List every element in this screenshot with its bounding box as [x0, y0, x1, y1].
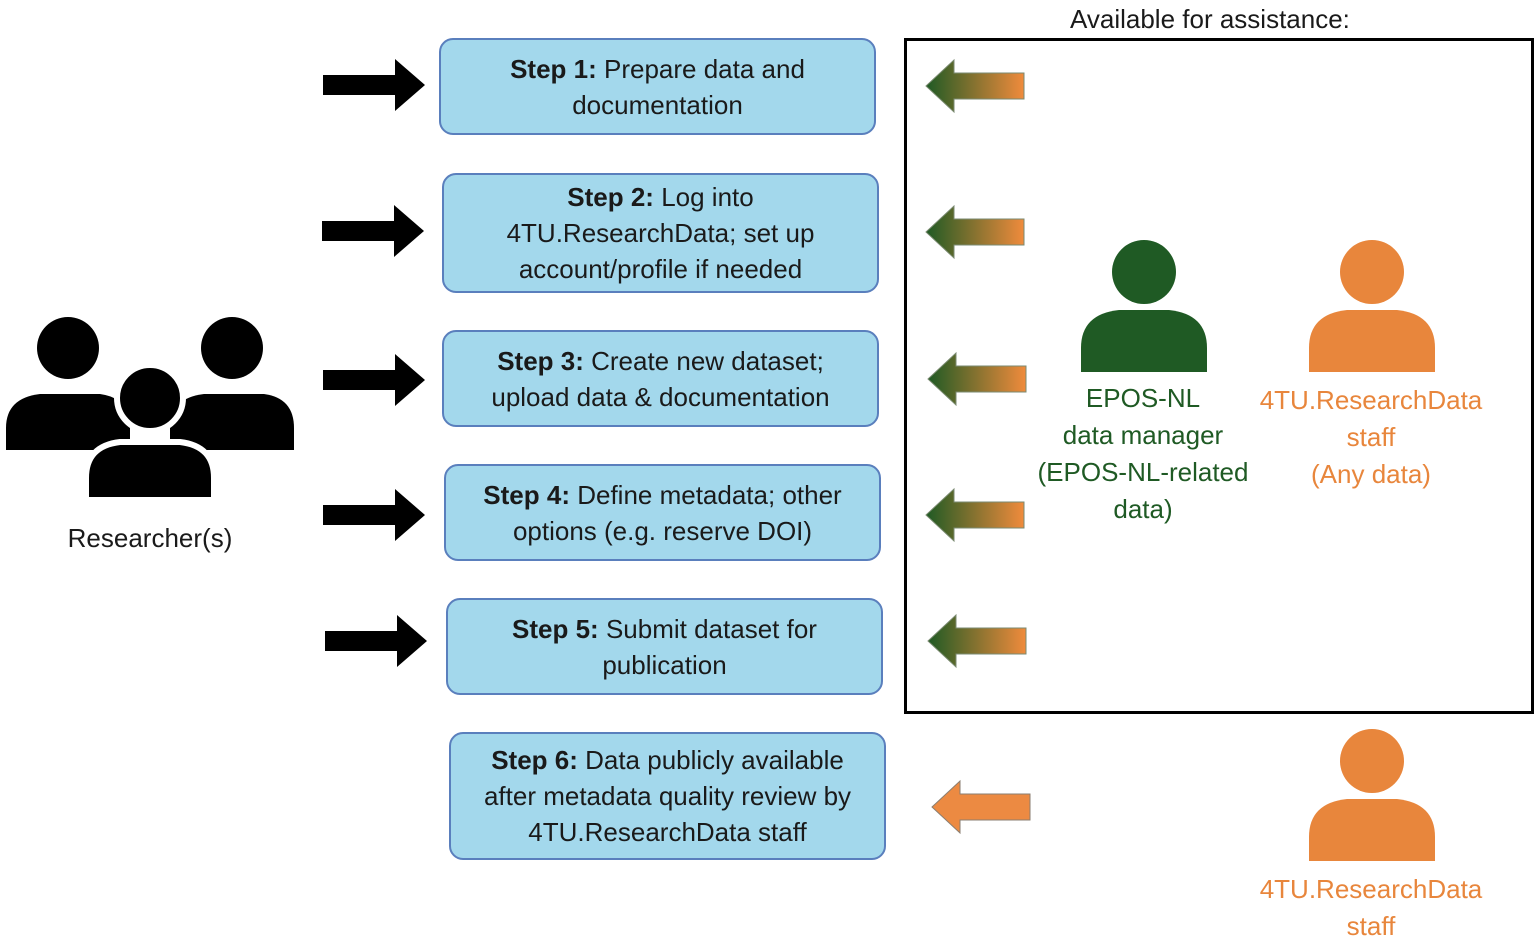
- person-orange-icon: [1309, 240, 1435, 372]
- arrow-left-gradient-icon: [925, 204, 1025, 260]
- researchers-group-icon: [6, 317, 294, 503]
- step-5-box: Step 5: Submit dataset for publication: [446, 598, 883, 695]
- epos-nl-label: EPOS-NL data manager (EPOS-NL-related da…: [1037, 383, 1249, 524]
- step-5-text: Step 5: Submit dataset for publication: [512, 613, 817, 680]
- review-staff-label: 4TU.ResearchData staff: [1259, 874, 1483, 941]
- step-2-box: Step 2: Log into 4TU.ResearchData; set u…: [442, 173, 879, 293]
- step-2-text: Step 2: Log into 4TU.ResearchData; set u…: [506, 182, 815, 284]
- arrow-right-icon: [325, 615, 427, 667]
- researchers-label: Researcher(s): [67, 523, 233, 553]
- assistance-title: Available for assistance:: [1070, 4, 1350, 34]
- person-green-icon: [1081, 240, 1207, 372]
- arrow-right-icon: [323, 354, 425, 406]
- step-3-text: Step 3: Create new dataset; upload data …: [491, 345, 830, 412]
- step-4-text: Step 4: Define metadata; other options (…: [483, 479, 842, 546]
- step-3-box: Step 3: Create new dataset; upload data …: [442, 330, 879, 427]
- person-orange-icon: [1309, 729, 1435, 861]
- step-1-box: Step 1: Prepare data and documentation: [439, 38, 876, 135]
- tu-staff-label: 4TU.ResearchData staff (Any data): [1259, 385, 1483, 489]
- step-4-box: Step 4: Define metadata; other options (…: [444, 464, 881, 561]
- arrow-left-orange-icon: [931, 779, 1031, 835]
- step-1-text: Step 1: Prepare data and documentation: [510, 53, 805, 120]
- step-6-box: Step 6: Data publicly available after me…: [449, 732, 886, 860]
- step-6-text: Step 6: Data publicly available after me…: [483, 745, 852, 847]
- arrow-right-icon: [323, 59, 425, 111]
- arrow-right-icon: [322, 205, 424, 257]
- arrow-left-gradient-icon: [925, 487, 1025, 543]
- arrow-left-gradient-icon: [927, 613, 1027, 669]
- arrow-left-gradient-icon: [925, 58, 1025, 114]
- assistance-box: [904, 38, 1534, 714]
- arrow-right-icon: [323, 489, 425, 541]
- arrow-left-gradient-icon: [927, 351, 1027, 407]
